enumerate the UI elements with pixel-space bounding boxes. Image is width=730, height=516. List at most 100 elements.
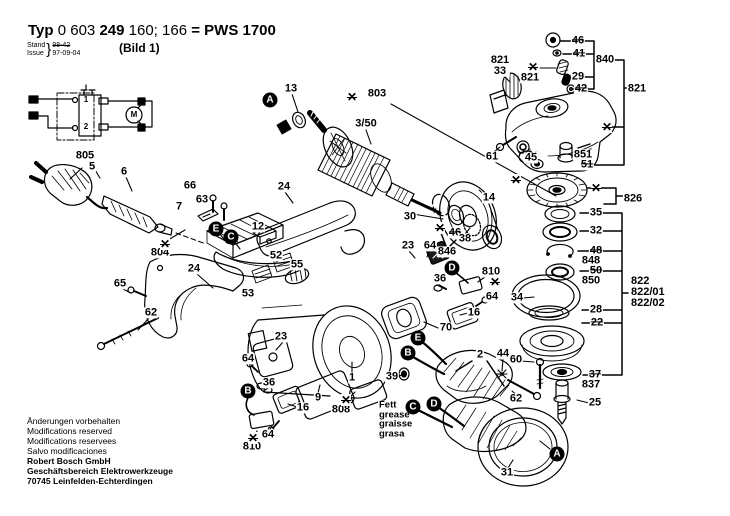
not-available-mark: ✕	[340, 393, 352, 407]
part-label-64: 64	[260, 428, 276, 441]
part-label-810: 810	[241, 440, 263, 453]
wiring-schematic-icon	[28, 84, 153, 141]
part-label-66: 66	[182, 179, 198, 192]
part-label-2: 2	[83, 121, 89, 131]
company-line: Geschäftsbereich Elektrowerkzeuge	[27, 466, 173, 476]
part-label-31: 31	[499, 466, 515, 479]
part-label-12: 12	[250, 220, 266, 233]
part-label-37: 37	[587, 368, 603, 381]
part-label-850: 850	[580, 274, 602, 287]
part-label-60: 60	[508, 353, 524, 366]
part-label-821: 821	[626, 82, 648, 95]
part-label-24: 24	[186, 262, 202, 275]
part-label-14: 14	[481, 191, 497, 204]
part-label-846: 846	[436, 245, 458, 258]
note-line: Änderungen vorbehalten	[27, 416, 121, 426]
part-label-35: 35	[588, 206, 604, 219]
part-label-55: 55	[289, 258, 305, 271]
part-label-M: M	[130, 109, 138, 119]
revision-block: Stand Issue } 98-42 97-09-04	[27, 42, 80, 58]
part-label-42: 42	[573, 82, 589, 95]
field-coils	[398, 339, 527, 452]
not-available-mark: ✕	[434, 221, 446, 235]
part-label-41: 41	[571, 47, 587, 60]
title-segment: 160; 166	[128, 22, 192, 39]
part-label-23: 23	[400, 239, 416, 252]
revision-brace: }	[46, 41, 52, 58]
title-segment: 249	[99, 22, 129, 39]
part-label-9: 9	[313, 391, 323, 404]
not-available-mark: ✕	[601, 120, 613, 134]
part-label-65: 65	[112, 277, 128, 290]
part-label-24: 24	[276, 180, 292, 193]
part-label-63: 63	[194, 193, 210, 206]
part-label-50: 50	[588, 264, 604, 277]
part-label-840: 840	[594, 53, 616, 66]
part-label-44: 44	[495, 347, 511, 360]
part-label-64: 64	[422, 239, 438, 252]
not-available-mark: ✕	[346, 90, 358, 104]
part-label-25: 25	[587, 396, 603, 409]
part-label-804: 804	[149, 246, 171, 259]
part-label-51: 51	[579, 158, 595, 171]
part-label-821: 821	[519, 71, 541, 84]
part-label-2: 2	[475, 348, 485, 361]
note-line: Modifications reserved	[27, 426, 113, 436]
part-label-62: 62	[508, 392, 524, 405]
not-available-mark: ✕	[489, 275, 501, 289]
callout-A: A	[262, 92, 278, 108]
part-label-851: 851	[572, 148, 594, 161]
issue-value: 97-09-04	[52, 50, 81, 57]
part-label-30: 30	[402, 210, 418, 223]
part-label-46: 46	[570, 34, 586, 47]
part-label-48: 48	[588, 244, 604, 257]
callout-A: A	[549, 446, 565, 462]
armature	[276, 103, 557, 216]
part-label-29: 29	[570, 70, 586, 83]
title-segment: 0 603	[57, 22, 100, 39]
part-label-848: 848	[580, 254, 602, 267]
part-label-3-50: 3/50	[354, 117, 378, 130]
part-label-45: 45	[523, 151, 539, 164]
part-label-7: 7	[174, 200, 184, 213]
title-segment: =	[191, 22, 205, 39]
part-label-36: 36	[432, 272, 448, 285]
not-available-mark: ✕	[247, 431, 259, 445]
part-label-53: 53	[240, 287, 256, 300]
title-segment: Typ	[28, 22, 58, 39]
part-label-61: 61	[484, 150, 500, 163]
note-line: Salvo modificaciones	[27, 446, 107, 456]
callout-D: D	[426, 396, 442, 412]
callout-B: B	[400, 345, 416, 361]
part-label-1: 1	[83, 94, 89, 104]
part-label-13: 13	[283, 82, 299, 95]
note-line: Modifications reservees	[27, 436, 117, 446]
callout-C: C	[223, 229, 239, 245]
callout-E: E	[410, 330, 426, 346]
callout-E: E	[208, 221, 224, 237]
part-label-70: 70	[438, 321, 454, 334]
company-line: 70745 Leinfelden-Echterdingen	[27, 476, 153, 486]
part-label-822-822-01-822-02: 822 822/01 822/02	[630, 275, 666, 310]
part-label-805: 805	[74, 149, 96, 162]
part-label-28: 28	[588, 303, 604, 316]
not-available-mark: ✕	[159, 237, 171, 251]
not-available-mark: ✕	[590, 181, 602, 195]
power-cord	[29, 161, 207, 245]
part-label-52: 52	[268, 249, 284, 262]
part-label-16: 16	[295, 401, 311, 414]
not-available-mark: ✕	[510, 173, 522, 187]
callout-D: D	[444, 260, 460, 276]
part-label-803: 803	[366, 87, 388, 100]
callout-C: C	[405, 399, 421, 415]
part-label-810: 810	[480, 265, 502, 278]
part-label-64: 64	[240, 352, 256, 365]
issue-label: Issue	[27, 50, 44, 57]
callout-B: B	[240, 383, 256, 399]
